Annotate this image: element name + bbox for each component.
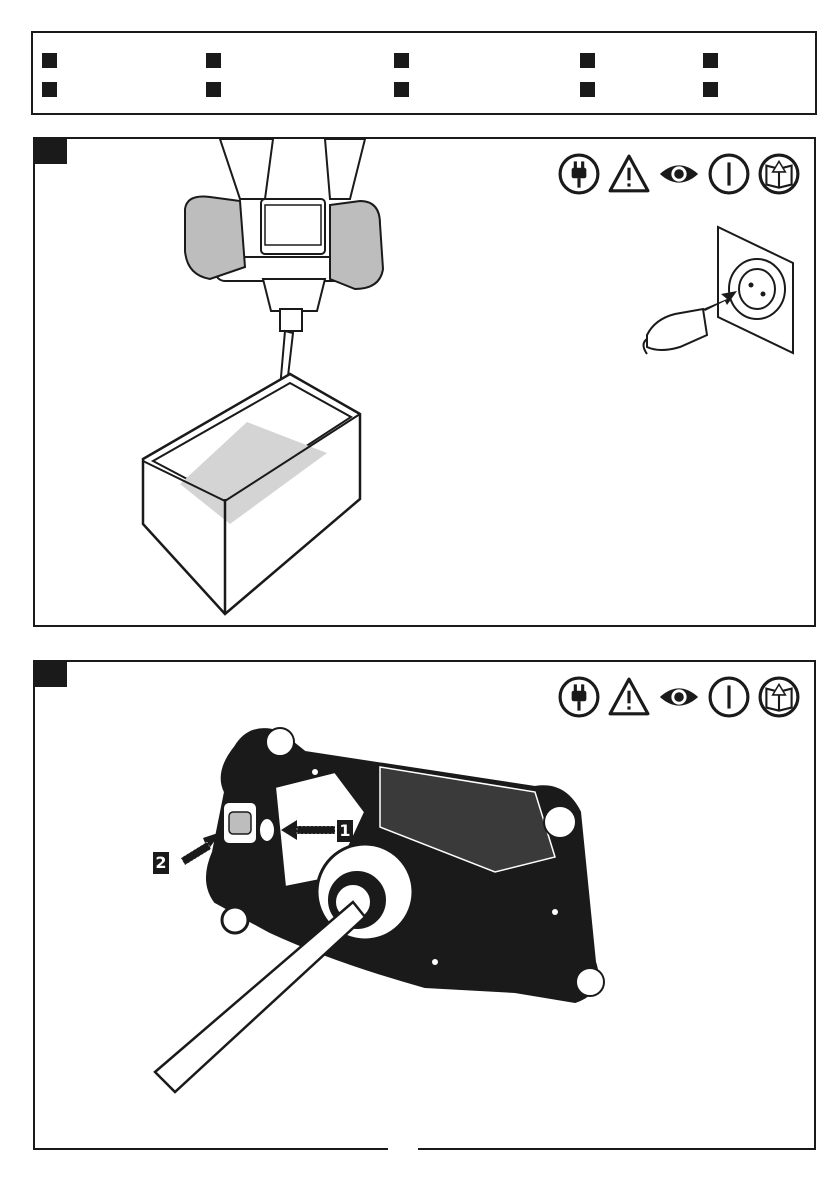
- legend-marker: [42, 82, 57, 97]
- wall-socket: [718, 227, 793, 353]
- legend-marker: [580, 82, 595, 97]
- panel-1-illustration: [35, 139, 814, 625]
- callout-2: 2: [153, 852, 169, 874]
- legend-marker: [206, 82, 221, 97]
- paddle-shaft: [155, 902, 365, 1092]
- legend-marker: [703, 82, 718, 97]
- legend-marker: [42, 53, 57, 68]
- trigger-button: [259, 818, 275, 842]
- legend-marker: [703, 53, 718, 68]
- mixing-bucket: [143, 374, 360, 614]
- legend-marker: [394, 53, 409, 68]
- lock-button: [223, 802, 257, 844]
- callout-1: 1: [337, 820, 353, 842]
- panel-1: [33, 137, 816, 627]
- legend-box: [31, 31, 817, 115]
- legend-marker: [394, 82, 409, 97]
- panel-2: 1 2: [33, 660, 816, 1150]
- panel-2-illustration: [35, 662, 814, 1148]
- page-number-gap: [388, 1146, 418, 1154]
- plug: [644, 309, 708, 354]
- mixer-handle: [207, 728, 604, 1002]
- legend-marker: [580, 53, 595, 68]
- legend-marker: [206, 53, 221, 68]
- hands-holding-mixer: [185, 139, 383, 331]
